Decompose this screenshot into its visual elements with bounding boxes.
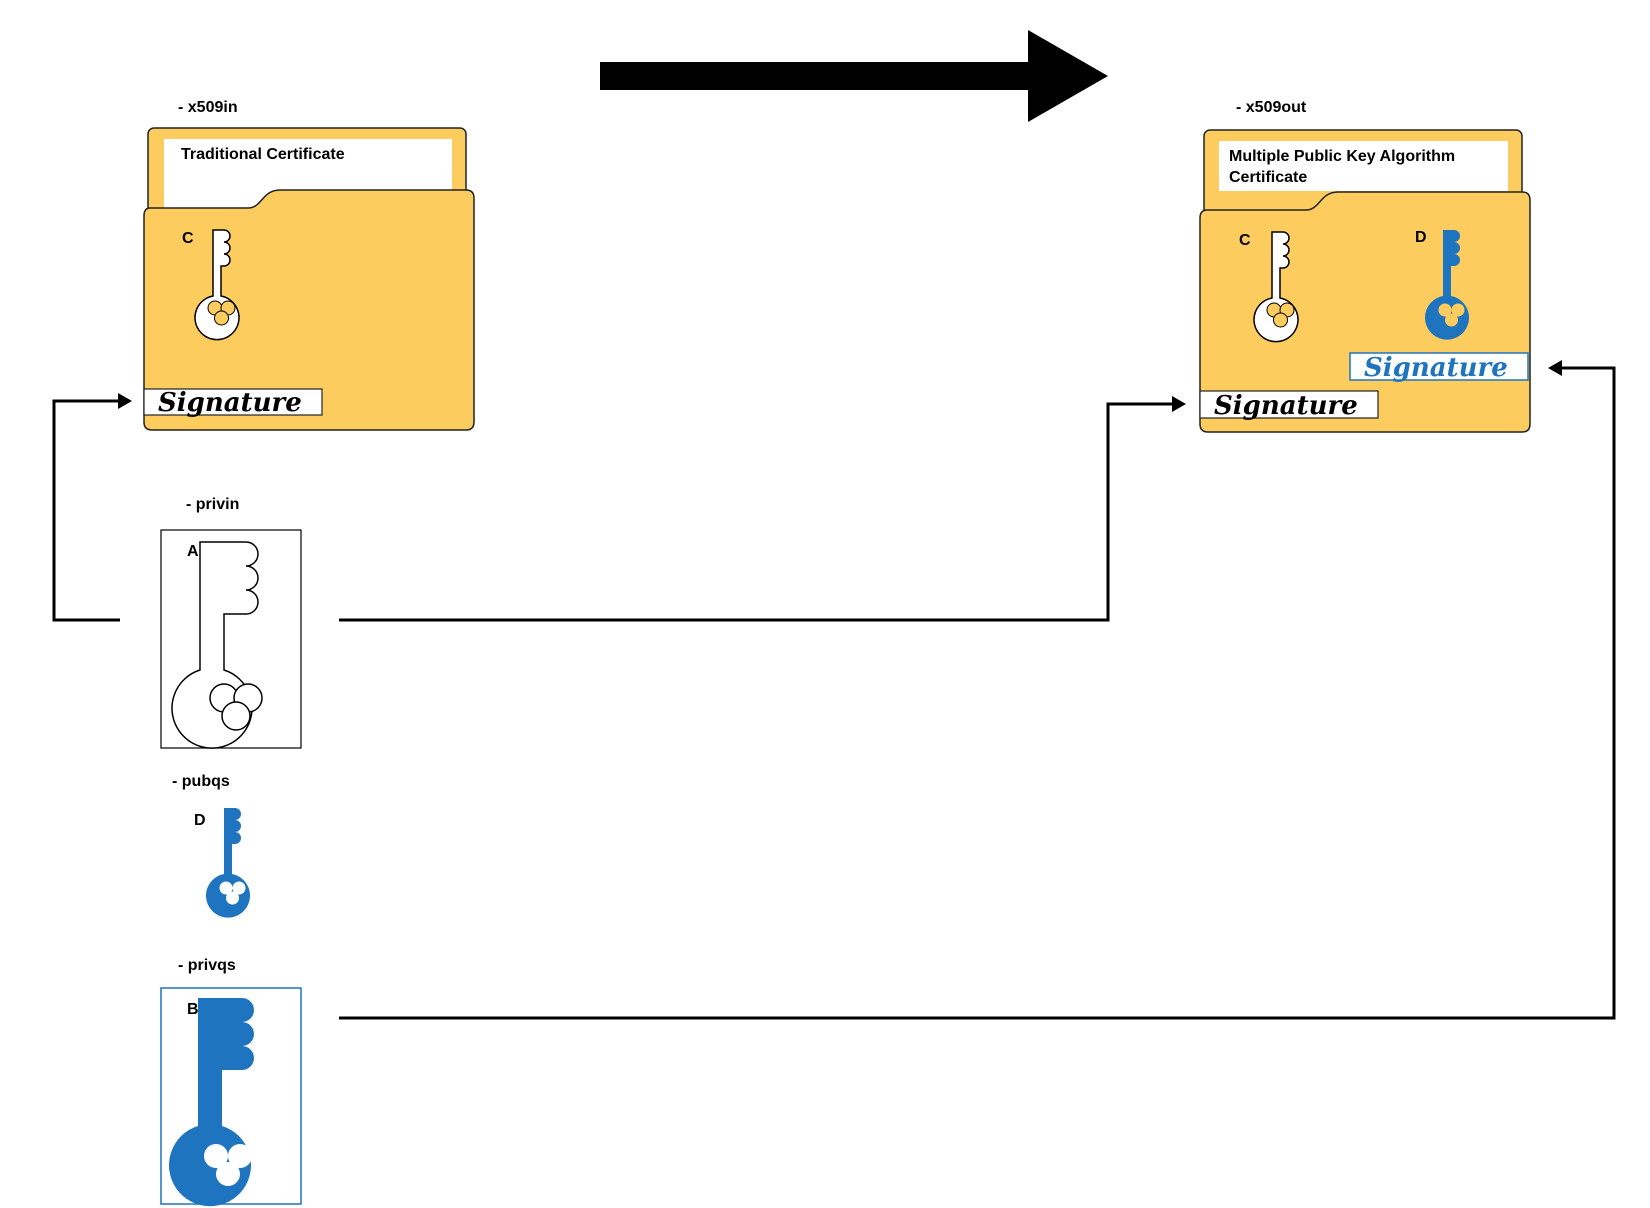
privqs-key-box: B [160, 987, 302, 1207]
connector-privin-to-x509out [339, 396, 1186, 622]
privqs-label: - privqs [178, 957, 236, 974]
blue-key-icon [169, 998, 255, 1207]
x509in-label: - x509in [178, 99, 238, 116]
connector-privqs-to-x509out [339, 360, 1616, 1020]
certificate-title: Traditional Certificate [181, 146, 345, 163]
outline-key-icon [171, 541, 263, 749]
privin-label: - privin [186, 496, 239, 513]
key-letter-d: D [194, 812, 206, 829]
multiple-key-certificate-folder: Multiple Public Key Algorithm Certificat… [1199, 129, 1531, 433]
certificate-title-line2: Certificate [1229, 169, 1307, 186]
right-arrow-icon [600, 30, 1108, 122]
x509out-label: - x509out [1236, 99, 1307, 116]
outline-key-icon [1253, 231, 1299, 343]
outline-key-icon [194, 229, 240, 341]
traditional-certificate-folder: Traditional Certificate C Signature [143, 127, 475, 431]
key-letter-c: C [182, 230, 194, 247]
privin-key-box: A [160, 529, 302, 749]
key-letter-a: A [187, 543, 199, 560]
signature-text: Signature [158, 388, 302, 418]
signature-strip [1199, 390, 1379, 419]
signature-strip [143, 388, 323, 416]
key-letter-d-out: D [1415, 229, 1427, 246]
pubqs-label: - pubqs [172, 773, 230, 790]
key-letter-b: B [187, 1001, 199, 1018]
signature-text: Signature [1214, 391, 1358, 421]
alt-signature-text: Signature [1364, 353, 1508, 383]
certificate-title-line1: Multiple Public Key Algorithm [1229, 148, 1455, 165]
alt-signature-strip [1349, 352, 1529, 381]
blue-key-icon [206, 808, 250, 918]
blue-key-icon [1425, 230, 1469, 340]
key-letter-c-out: C [1239, 232, 1251, 249]
connector-privin-to-x509in [52, 393, 132, 622]
